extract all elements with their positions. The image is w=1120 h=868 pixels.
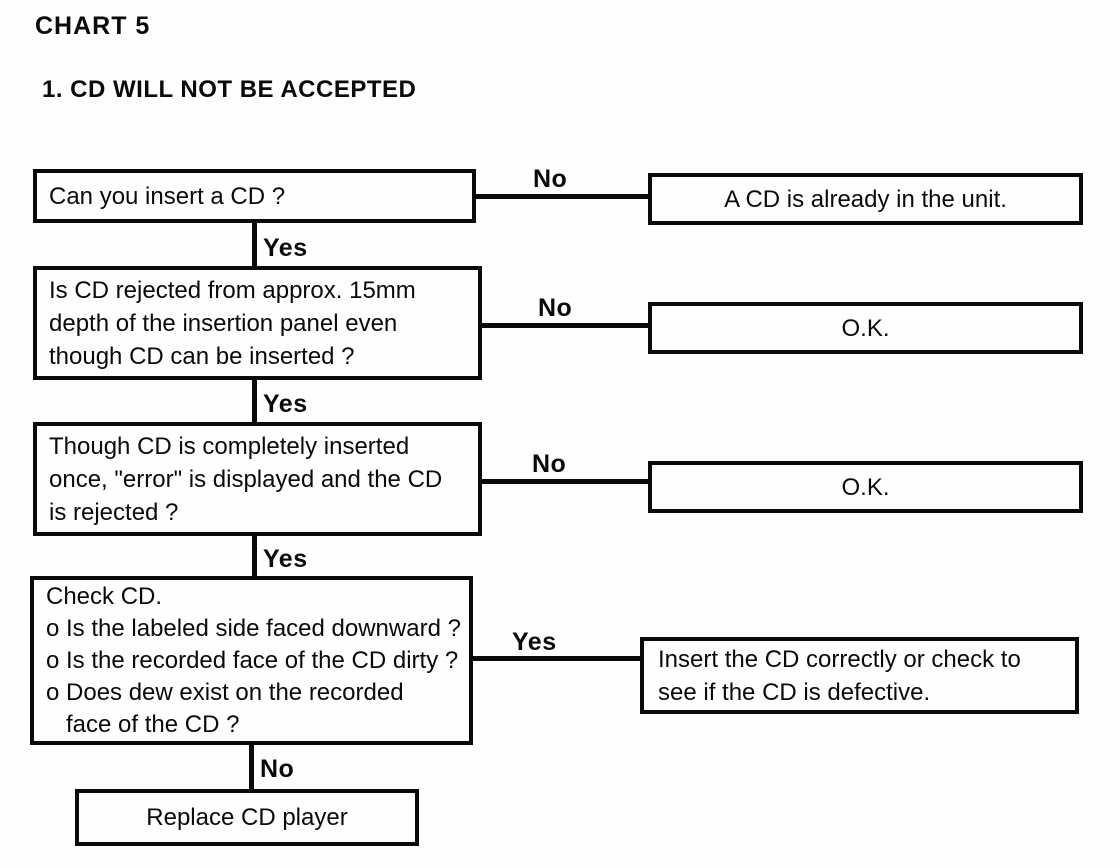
connector-line-no-2 bbox=[481, 323, 648, 328]
connector-line-no-3 bbox=[481, 479, 648, 484]
branch-label-no-4: No bbox=[260, 755, 295, 783]
connector-line-no-4 bbox=[249, 744, 254, 791]
branch-label-no-3: No bbox=[532, 450, 567, 478]
connector-line-yes-3 bbox=[252, 535, 257, 577]
connector-line-no-1 bbox=[476, 194, 648, 199]
branch-label-no-2: No bbox=[538, 294, 573, 322]
result-box-ok-1: O.K. bbox=[648, 302, 1083, 354]
result-box-insert-correctly: Insert the CD correctly or check to see … bbox=[640, 637, 1079, 714]
decision-box-insert-cd: Can you insert a CD ? bbox=[33, 169, 476, 223]
branch-label-yes-4: Yes bbox=[512, 628, 557, 656]
branch-label-yes-1: Yes bbox=[263, 234, 308, 262]
result-box-ok-2: O.K. bbox=[648, 461, 1083, 513]
chart-title: CHART 5 bbox=[35, 12, 151, 40]
section-heading: 1. CD WILL NOT BE ACCEPTED bbox=[42, 76, 417, 103]
branch-label-no-1: No bbox=[533, 165, 568, 193]
result-box-cd-already-in-unit: A CD is already in the unit. bbox=[648, 173, 1083, 225]
decision-box-rejected-15mm: Is CD rejected from approx. 15mm depth o… bbox=[33, 266, 482, 380]
connector-line-yes-1 bbox=[252, 222, 257, 268]
branch-label-yes-3: Yes bbox=[263, 545, 308, 573]
branch-label-yes-2: Yes bbox=[263, 390, 308, 418]
decision-box-error-displayed: Though CD is completely inserted once, "… bbox=[33, 422, 482, 536]
connector-line-yes-4 bbox=[472, 656, 640, 661]
action-box-replace-cd-player: Replace CD player bbox=[75, 789, 419, 846]
connector-line-yes-2 bbox=[252, 379, 257, 424]
decision-box-check-cd: Check CD. o Is the labeled side faced do… bbox=[30, 576, 473, 745]
